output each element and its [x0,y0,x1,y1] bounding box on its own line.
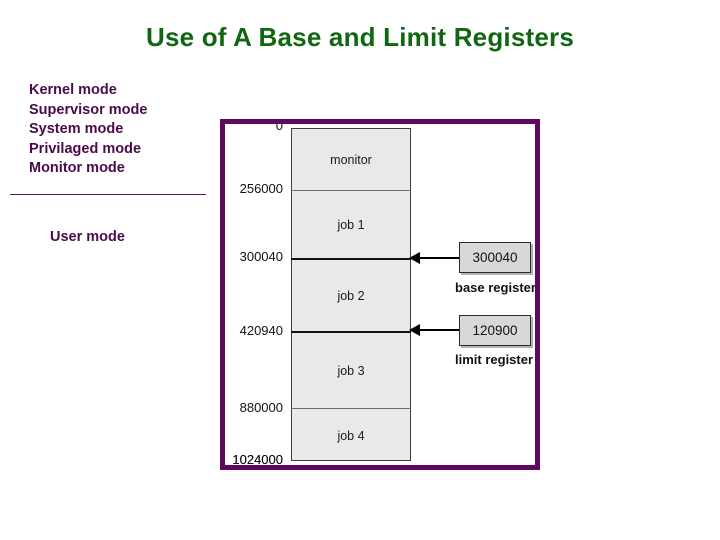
memory-block-label: job 4 [337,428,365,443]
address-label-300040: 300040 [239,249,283,264]
mode-list-item: System mode [29,121,124,137]
address-label-1024000-overlay: 1024000 [232,452,283,467]
memory-divider-300040 [291,258,411,260]
memory-block-label: job 3 [337,363,365,378]
base-register-arrow-head [409,252,420,264]
mode-list-item: Monitor mode [29,160,125,176]
memory-block-label: job 1 [337,218,365,232]
privileged-mode-list: Kernel mode Supervisor mode System mode … [29,81,214,179]
memory-block-label: monitor [330,153,372,167]
memory-divider-420940 [291,331,411,333]
mode-list-item: Supervisor mode [29,101,148,118]
address-label-1024000: 1024000 [232,452,283,465]
memory-column: monitor job 1 job 2 job 3 job 4 [291,128,411,461]
limit-register-value: 120900 [472,323,518,338]
base-register-caption: base register [455,280,535,295]
memory-block-job3: job 3 [292,332,410,409]
mode-separator-line [10,194,206,195]
base-register-arrow-line [419,257,459,259]
memory-divider-256000 [291,190,411,191]
base-register-value: 300040 [472,250,518,265]
memory-divider-880000 [291,408,411,409]
memory-block-label: job 2 [337,288,365,303]
memory-block-job2: job 2 [292,259,410,332]
user-mode-label: User mode [50,229,125,245]
address-label-256000: 256000 [239,181,283,196]
page-title: Use of A Base and Limit Registers [145,22,574,52]
limit-register-arrow-head [409,324,420,336]
memory-block-job4: job 4 [292,409,410,462]
memory-block-monitor: monitor [292,129,410,191]
address-label-880000: 880000 [239,400,283,415]
limit-register-arrow-line [419,329,459,331]
memory-allocation-figure: monitor job 1 job 2 job 3 job 4 0 256000… [225,124,535,465]
mode-list-item: Privilaged mode [29,140,142,157]
address-label-0: 0 [275,124,283,133]
limit-register-box: 120900 [459,315,531,346]
address-label-420940: 420940 [239,323,283,338]
limit-register-caption: limit register [455,352,534,367]
base-register-box: 300040 [459,242,531,273]
memory-block-job1: job 1 [292,191,410,259]
mode-list-item: Kernel mode [29,82,117,98]
diagram-viewport: monitor job 1 job 2 job 3 job 4 0 256000… [225,124,535,465]
